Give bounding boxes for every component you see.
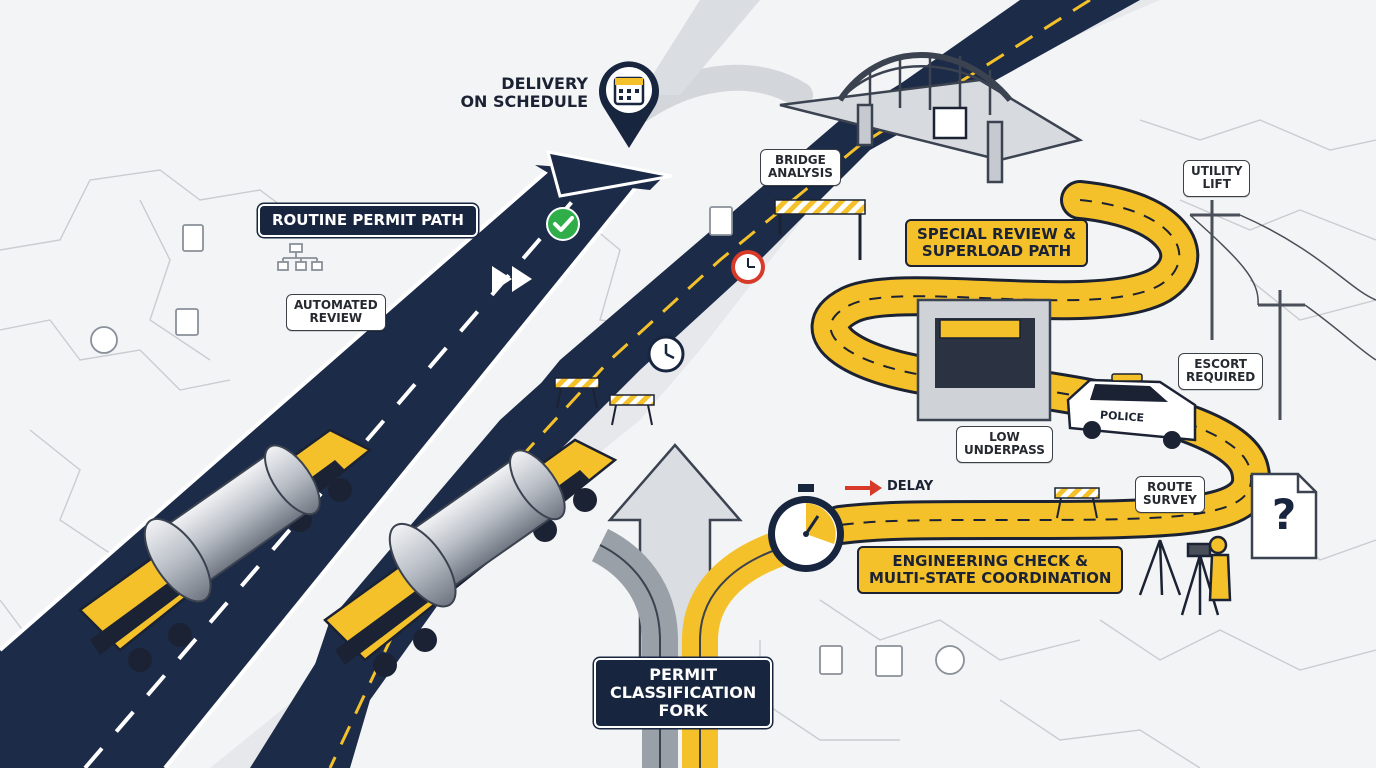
check-badge-icon (545, 206, 581, 242)
stopwatch-icon (762, 482, 850, 574)
stopwatch-small-icon (728, 244, 768, 286)
classification-fork (591, 443, 796, 768)
special-review-superload-label: SPECIAL REVIEW & SUPERLOAD PATH (905, 219, 1089, 267)
underpass (916, 298, 1052, 422)
utility-poles (1189, 200, 1376, 420)
utility-lift-callout: UTILITY LIFT (1183, 160, 1251, 197)
bridge (779, 52, 1084, 184)
automated-review-callout: AUTOMATED REVIEW (286, 294, 386, 331)
question-document-icon: ? (1248, 470, 1320, 562)
truck-special (323, 438, 618, 677)
clock-icon (646, 334, 686, 374)
map-document-icons (90, 206, 965, 677)
upper-grey-road (627, 64, 813, 123)
survey-equipment (1138, 535, 1232, 616)
permit-classification-fork-label: PERMIT CLASSIFICATION FORK (594, 658, 773, 728)
police-car (1066, 373, 1197, 449)
route-survey-callout: ROUTE SURVEY (1135, 476, 1205, 513)
bridge-analysis-callout: BRIDGE ANALYSIS (760, 149, 841, 186)
routine-permit-path-label: ROUTINE PERMIT PATH (258, 204, 478, 237)
question-mark: ? (1271, 490, 1297, 539)
truck-routine (78, 428, 373, 672)
escort-required-callout: ESCORT REQUIRED (1178, 353, 1264, 390)
special-review-road (210, 0, 1160, 768)
low-underpass-callout: LOW UNDERPASS (956, 426, 1053, 463)
delay-arrow-icon (845, 480, 882, 496)
barrier-gate (774, 199, 866, 260)
fast-forward-icon (490, 264, 536, 294)
network-icon (277, 243, 323, 271)
delivery-on-schedule-label: DELIVERY ON SCHEDULE (460, 74, 588, 111)
engineering-check-label: ENGINEERING CHECK & MULTI-STATE COORDINA… (857, 546, 1124, 594)
calendar-pin-icon (596, 58, 662, 150)
delay-label: DELAY (887, 479, 934, 494)
